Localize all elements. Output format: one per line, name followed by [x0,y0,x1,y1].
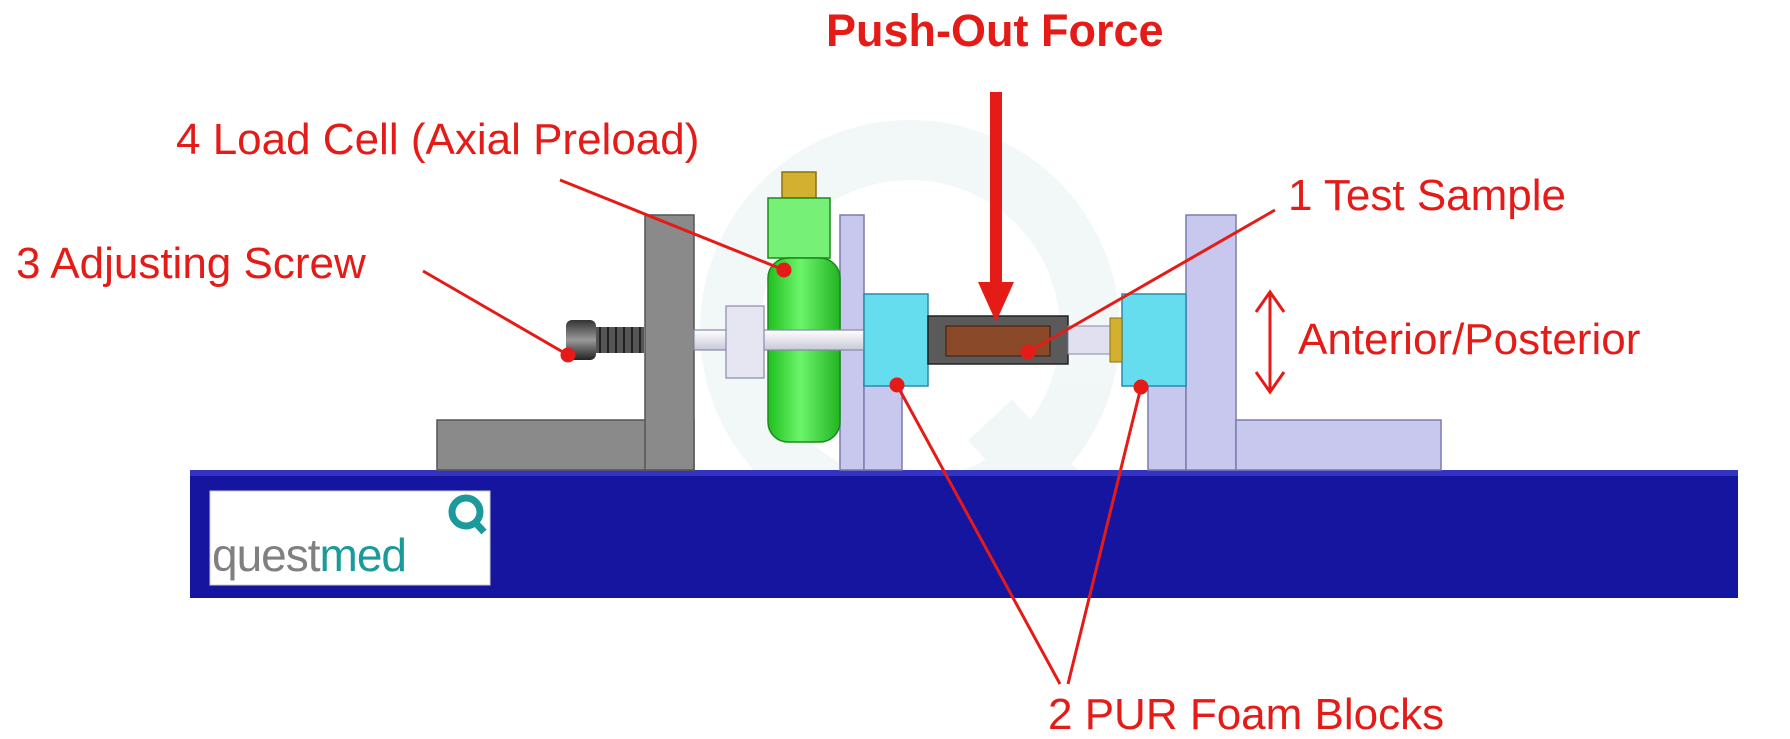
logo-wordmark: questmed [212,528,407,582]
left-bracket [436,214,695,471]
leader-adjusting-screw [422,269,569,357]
anterior-posterior-label: Anterior/Posterior [1298,315,1641,364]
leader-load-cell [559,178,785,272]
load-cell-label: 4 Load Cell (Axial Preload) [176,115,700,164]
leader-foam-block-right [1066,386,1143,685]
left-upright-base [863,379,903,471]
left-foam-block [863,293,929,387]
test-sample-label: 1 Test Sample [1288,171,1567,220]
adjusting-screw [566,320,644,360]
logo-text-med: med [319,529,407,581]
push-out-force-title: Push-Out Force [826,5,1164,56]
load-cell [767,171,841,443]
questmed-logo [209,490,491,586]
right-upright [1185,214,1237,471]
logo-text-quest: quest [212,529,321,581]
adjusting-screw-label: 3 Adjusting Screw [16,239,366,288]
right-upright-base [1147,379,1187,471]
anterior-posterior-arrow [1254,289,1286,395]
right-foot [1235,419,1442,471]
push-out-force-arrow [978,92,1014,322]
test-sample [927,315,1123,365]
leader-lines [422,178,1276,685]
foam-blocks-label: 2 PUR Foam Blocks [1048,690,1445,739]
right-foam-block [1121,293,1187,387]
leader-test-sample [1027,208,1276,354]
leader-foam-block-left [895,384,1062,685]
shaft-collar [725,305,765,379]
